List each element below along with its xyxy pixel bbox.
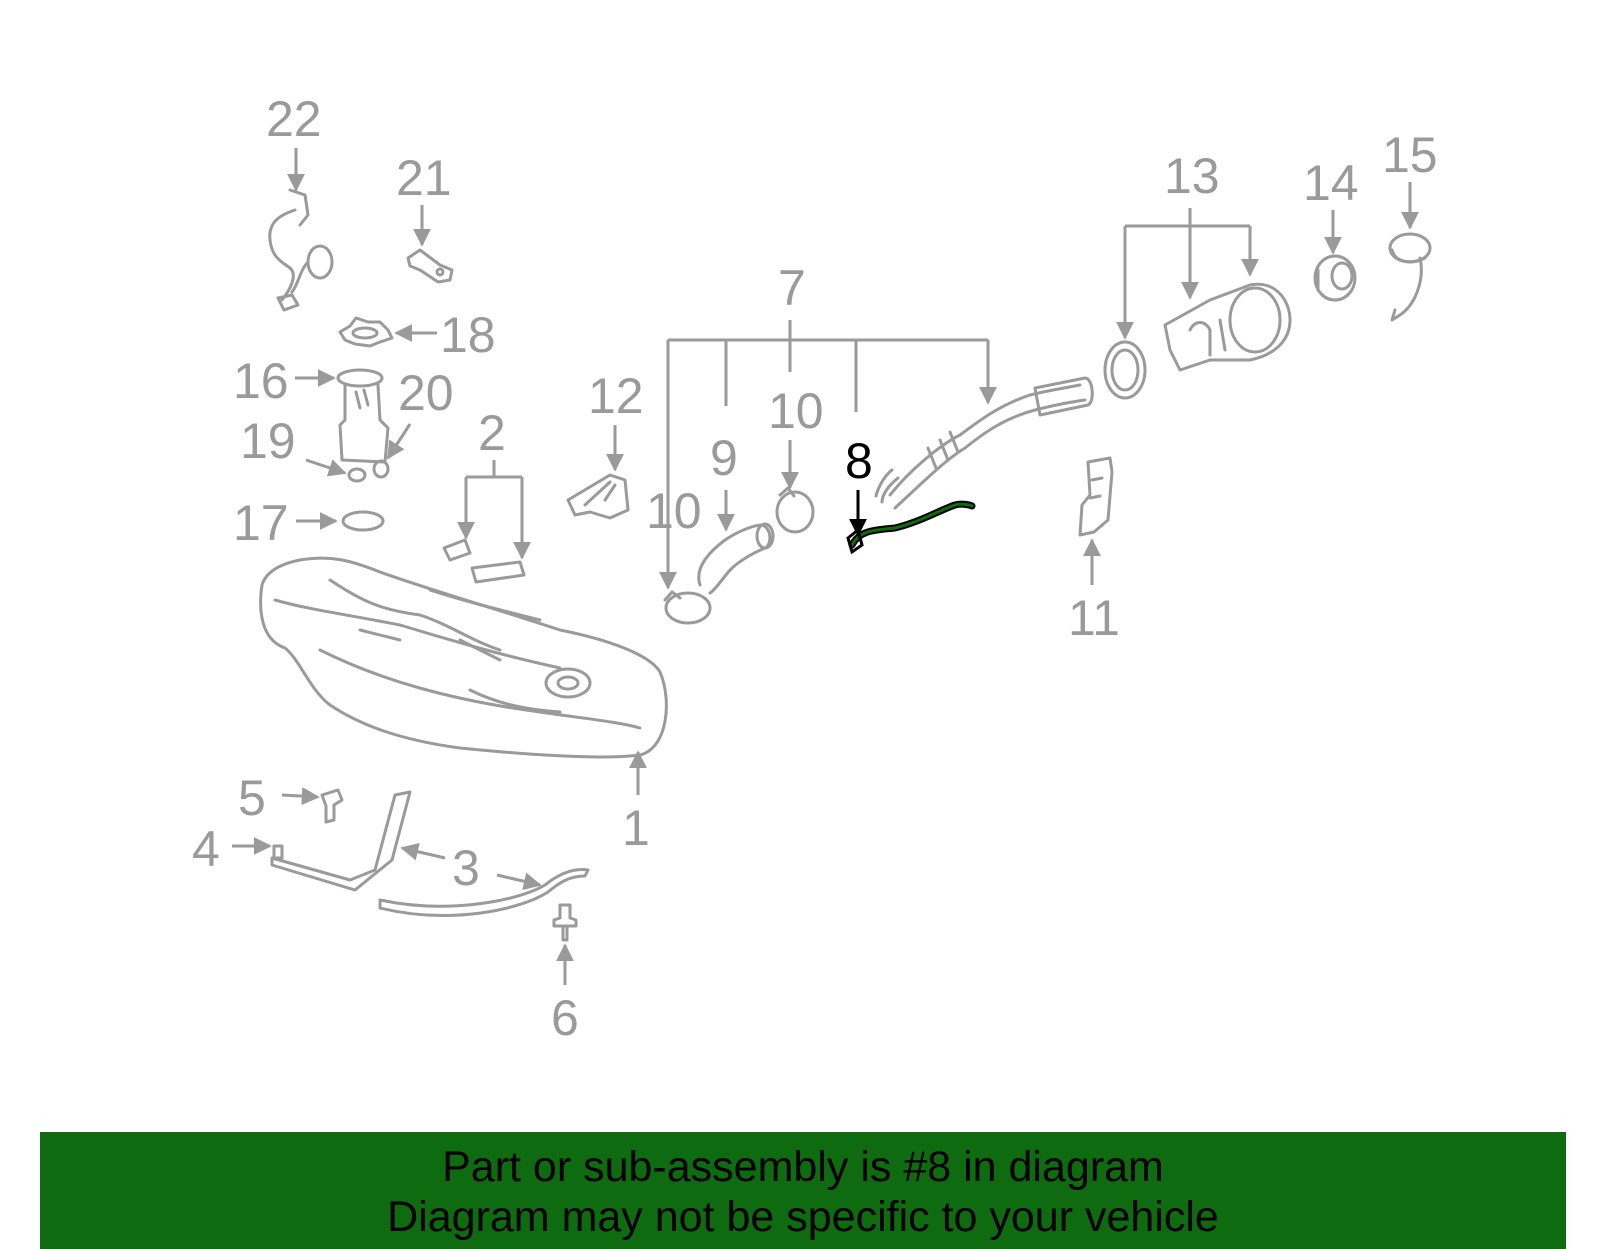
- callout-4: 4: [192, 821, 220, 877]
- callout-22: 22: [266, 91, 322, 147]
- callout-10-upper: 10: [768, 383, 824, 439]
- bolt-part-4[interactable]: [272, 844, 284, 860]
- fuel-cap-part[interactable]: [1388, 232, 1432, 322]
- bolt-part-5[interactable]: [320, 788, 344, 824]
- callout-17: 17: [233, 495, 289, 551]
- callout-2: 2: [478, 405, 506, 461]
- callout-10-lower: 10: [646, 483, 702, 539]
- fuel-pump-module-part[interactable]: [336, 368, 390, 464]
- hose-clamp-part-a[interactable]: [663, 590, 712, 625]
- shield-part-12[interactable]: [566, 473, 630, 520]
- vent-hose-part-highlighted[interactable]: [846, 500, 976, 555]
- callout-12: 12: [588, 368, 644, 424]
- sensor-part-21[interactable]: [406, 248, 454, 284]
- callout-21: 21: [396, 150, 452, 206]
- callout-8: 8: [845, 433, 873, 489]
- ring-part-14[interactable]: [1313, 254, 1357, 302]
- callout-9: 9: [710, 430, 738, 486]
- lock-ring-part-18[interactable]: [338, 316, 394, 348]
- callout-5: 5: [238, 770, 266, 826]
- tank-strap-part[interactable]: [270, 790, 590, 917]
- hose-clamp-part-b[interactable]: [775, 486, 815, 534]
- parts-diagram: 1 2 3 4 5 6 7: [192, 91, 1438, 1046]
- callout-13: 13: [1164, 148, 1220, 204]
- callout-19: 19: [240, 413, 296, 469]
- callout-1: 1: [622, 800, 650, 856]
- wiring-harness-part[interactable]: [268, 188, 334, 312]
- filter-part-19[interactable]: [347, 467, 367, 483]
- filler-pipe-part[interactable]: [874, 376, 1094, 510]
- o-ring-part-17[interactable]: [341, 510, 385, 532]
- callout-11: 11: [1068, 590, 1120, 646]
- footer-line-1: Part or sub-assembly is #8 in diagram: [442, 1143, 1164, 1191]
- callout-16: 16: [233, 353, 289, 409]
- filter-part-20[interactable]: [372, 459, 390, 479]
- callout-7: 7: [778, 260, 806, 316]
- filler-hose-part[interactable]: [697, 522, 775, 595]
- callout-15: 15: [1382, 127, 1438, 183]
- filler-housing-part[interactable]: [1103, 282, 1292, 400]
- callout-14: 14: [1303, 155, 1359, 211]
- tank-pad-part[interactable]: [442, 538, 526, 584]
- fuel-tank-part[interactable]: [259, 556, 668, 759]
- footer-banner: Part or sub-assembly is #8 in diagram Di…: [40, 1132, 1566, 1249]
- callout-6: 6: [551, 990, 579, 1046]
- callout-18: 18: [440, 307, 496, 363]
- footer-line-2: Diagram may not be specific to your vehi…: [387, 1193, 1219, 1241]
- callout-3: 3: [452, 840, 480, 896]
- bracket-part-11[interactable]: [1078, 456, 1114, 537]
- bolt-part-6[interactable]: [552, 903, 578, 942]
- callout-20: 20: [398, 365, 454, 421]
